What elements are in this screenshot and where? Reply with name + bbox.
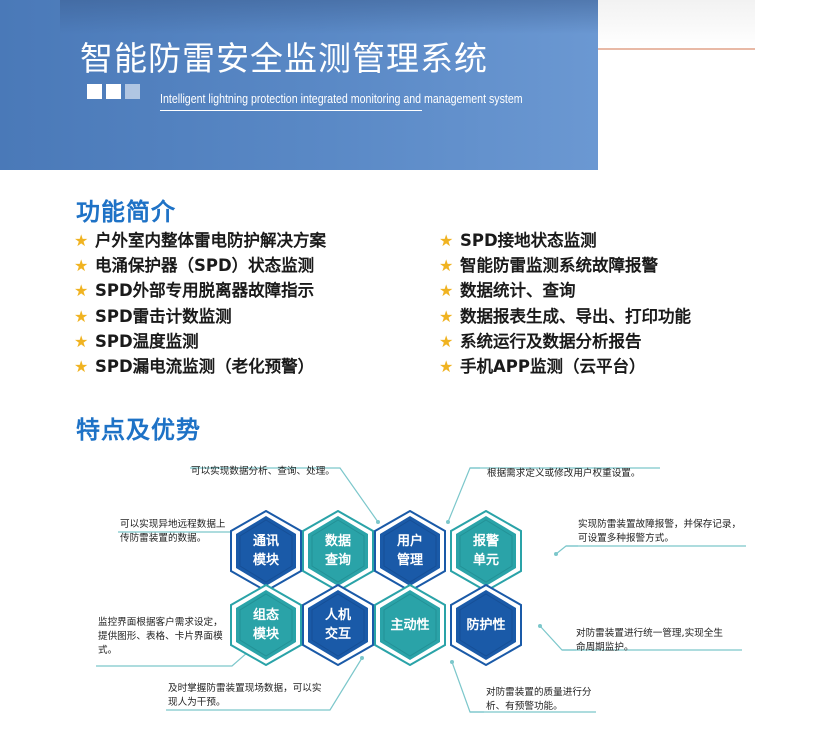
feature-item: ★ 系统运行及数据分析报告 [439,329,691,354]
annotation-user-management: 根据需求定义或修改用户权重设置。 [487,468,641,479]
feature-item: ★ 数据统计、查询 [439,278,691,303]
connector-bottom-left [166,657,363,711]
feature-item: ★ 电涌保护器（SPD）状态监测 [74,253,326,278]
feature-item: ★ 户外室内整体雷电防护解决方案 [74,228,326,253]
star-icon: ★ [439,256,454,276]
connector-bottom-right [451,661,484,713]
annotation-alarm: 实现防雷装置故障报警，并保存记录， 可设置多种报警方式。 [578,519,742,544]
hex-node: 通讯 模块 [229,510,303,592]
star-icon: ★ [74,281,89,301]
star-icon: ★ [439,306,454,326]
feature-label: SPD雷击计数监测 [95,306,232,326]
annotation-initiative: 对防雷装置的质量进行分 析、有预警功能。 [486,687,592,712]
star-icon: ★ [74,256,89,276]
feature-item: ★ 数据报表生成、导出、打印功能 [439,304,691,329]
hex-label: 通讯 模块 [252,534,279,568]
page-subtitle-en: Intelligent lightning protection integra… [160,92,523,106]
hex-node: 防护性 [449,584,523,666]
square-1 [87,84,102,99]
feature-item: ★ 智能防雷监测系统故障报警 [439,253,691,278]
feature-item: ★ SPD接地状态监测 [439,228,691,253]
feature-label: 电涌保护器（SPD）状态监测 [95,256,315,276]
feature-label: 数据报表生成、导出、打印功能 [460,306,691,326]
connector-right-lower [539,625,576,651]
star-icon: ★ [439,231,454,250]
subtitle-underline [160,110,422,111]
feature-label: 手机APP监测（云平台） [460,356,646,376]
hex-node: 数据 查询 [301,510,375,592]
feature-label: SPD外部专用脱离器故障指示 [95,281,315,301]
feature-item: ★ SPD温度监测 [74,329,326,354]
connector-right-upper [555,545,578,555]
feature-item: ★ SPD漏电流监测（老化预警） [74,354,326,379]
feature-label: SPD漏电流监测（老化预警） [95,356,315,376]
star-icon: ★ [439,331,454,351]
feature-list-left: ★ 户外室内整体雷电防护解决方案 ★ 电涌保护器（SPD）状态监测 ★ SPD外部专用脱离… [74,228,326,379]
hex-label: 防护性 [466,617,506,633]
annotation-interaction: 及时掌握防雷装置现场数据，可以实 现人为干预。 [168,683,322,708]
banner-shadow [60,0,598,34]
hex-label: 用户 管理 [396,534,423,568]
feature-label: SPD接地状态监测 [460,231,597,250]
hex-label: 主动性 [390,617,430,633]
star-icon: ★ [74,306,89,326]
annotation-configuration: 监控界面根据客户需求设定， 提供图形、表格、卡片界面模 式。 [98,617,223,656]
annotation-protection: 对防雷装置进行统一管理,实现全生 命周期监护。 [576,628,723,653]
hex-node: 报警 单元 [449,510,523,592]
feature-item: ★ SPD外部专用脱离器故障指示 [74,278,326,303]
page-title: 智能防雷安全监测管理系统 [80,39,488,78]
star-icon: ★ [74,231,89,250]
star-icon: ★ [439,281,454,301]
star-icon: ★ [74,331,89,351]
square-3 [125,84,140,99]
annotation-data-query: 可以实现数据分析、查询、处理。 [191,466,335,477]
hex-label: 人机 交互 [324,608,351,642]
section-title-features: 特点及优势 [76,416,201,444]
hex-node: 主动性 [373,584,447,666]
feature-label: SPD温度监测 [95,331,199,351]
hex-node: 用户 管理 [373,510,447,592]
section-title-intro: 功能简介 [76,198,176,226]
top-right-strip [598,0,755,50]
square-2 [106,84,121,99]
annotation-communication: 可以实现异地远程数据上 传防雷装置的数据。 [120,519,226,544]
feature-label: 智能防雷监测系统故障报警 [460,256,658,276]
title-squares [87,84,140,99]
features-diagram: 通讯 模块 数据 查询 用户 管理 报警 单元 组态 模块 人机 交互 主动性 防护性 可以… [0,450,833,732]
feature-label: 系统运行及数据分析报告 [460,331,642,351]
hex-node: 组态 模块 [229,584,303,666]
star-icon: ★ [439,356,454,376]
hex-node: 人机 交互 [301,584,375,666]
feature-list-right: ★ SPD接地状态监测 ★ 智能防雷监测系统故障报警 ★ 数据统计、查询 ★ 数据报表生成、导… [439,228,691,379]
feature-item: ★ 手机APP监测（云平台） [439,354,691,379]
connector-top-left [190,467,379,523]
star-icon: ★ [74,356,89,376]
feature-label: 户外室内整体雷电防护解决方案 [95,231,326,250]
feature-label: 数据统计、查询 [460,281,576,301]
hex-label: 数据 查询 [324,534,351,568]
hex-label: 报警 单元 [472,534,499,568]
hex-label: 组态 模块 [252,608,279,642]
feature-item: ★ SPD雷击计数监测 [74,304,326,329]
